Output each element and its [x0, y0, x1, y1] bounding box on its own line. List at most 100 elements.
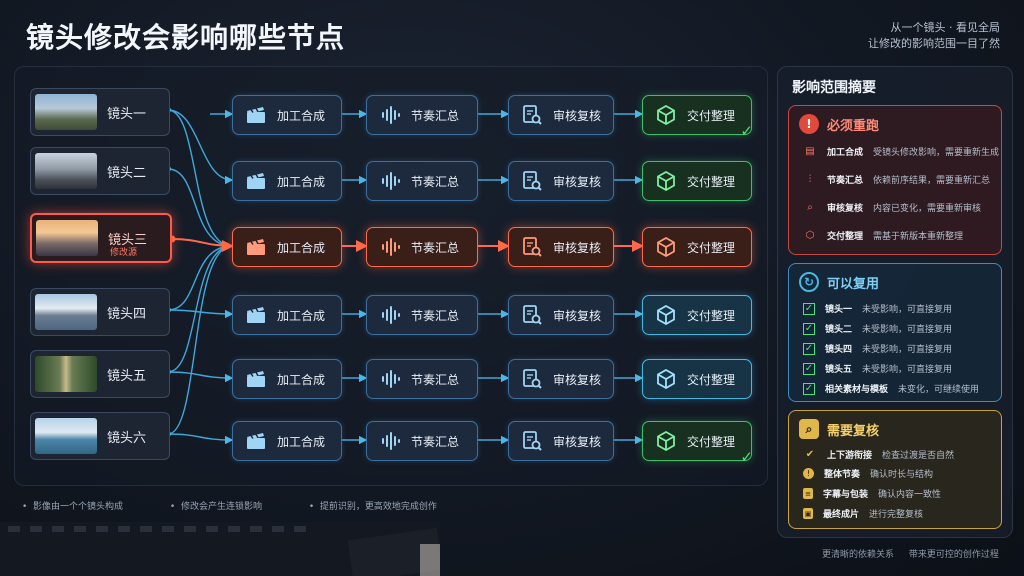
checkbox-icon: ✓ — [803, 302, 815, 315]
stage-node-row6-2[interactable]: 节奏汇总 — [366, 421, 478, 461]
clapper-icon — [245, 236, 267, 258]
stage-label: 审核复核 — [553, 240, 602, 255]
stage-label: 审核复核 — [553, 308, 602, 323]
reusable-card: ↻ 可以复用 ✓ 镜头一未受影响，可直接复用 ✓ 镜头二未受影响，可直接复用 ✓… — [788, 263, 1002, 402]
review-doc-icon — [521, 368, 543, 390]
done-check-icon: ✓ — [740, 122, 753, 140]
shot-thumbnail — [35, 153, 97, 189]
stage-node-row2-4[interactable]: 交付整理 — [642, 161, 752, 201]
stage-node-row5-2[interactable]: 节奏汇总 — [366, 359, 478, 399]
page-title: 镜头修改会影响哪些节点 — [26, 21, 346, 54]
reusable-item: ✓ 镜头四未受影响，可直接复用 — [803, 342, 953, 355]
stage-node-row3-4[interactable]: 交付整理 — [642, 227, 752, 267]
waveform-icon — [379, 368, 401, 390]
stage-node-row2-3[interactable]: 审核复核 — [508, 161, 614, 201]
stage-node-row4-1[interactable]: 加工合成 — [232, 295, 342, 335]
stage-label: 加工合成 — [277, 240, 326, 255]
stage-node-row2-1[interactable]: 加工合成 — [232, 161, 342, 201]
stage-node-row6-4[interactable]: 交付整理✓ — [642, 421, 753, 466]
reusable-item: ✓ 镜头五未受影响，可直接复用 — [803, 362, 953, 375]
film-strip-decoration — [0, 522, 440, 576]
shot-card-5[interactable]: 镜头五 — [30, 350, 170, 398]
stage-label: 交付整理 — [687, 308, 736, 323]
waveform-icon — [379, 170, 401, 192]
stage-node-row1-2[interactable]: 节奏汇总 — [366, 95, 478, 135]
subtitle-line-2: 让修改的影响范围一目了然 — [868, 37, 1000, 50]
clapper-icon — [245, 304, 267, 326]
stage-label: 加工合成 — [277, 108, 326, 123]
shot-thumbnail — [35, 356, 97, 392]
document-icon: ≡ — [803, 488, 813, 499]
shot-thumbnail — [35, 418, 97, 454]
stage-node-row1-4[interactable]: 交付整理✓ — [642, 95, 753, 140]
stage-label: 交付整理 — [687, 174, 736, 189]
shot-label: 镜头五 — [107, 368, 147, 384]
stage-label: 加工合成 — [277, 434, 326, 449]
stage-node-row3-3[interactable]: 审核复核 — [508, 227, 614, 267]
stage-label: 审核复核 — [553, 372, 602, 387]
stage-node-row3-1[interactable]: 加工合成 — [232, 227, 342, 267]
stage-node-row4-4[interactable]: 交付整理 — [642, 295, 752, 335]
refresh-icon: ↻ — [799, 272, 819, 292]
stage-label: 节奏汇总 — [411, 308, 460, 323]
waveform-icon — [379, 304, 401, 326]
must-rerun-item: ⌕ 审核复核内容已变化，需要重新审核 — [803, 200, 981, 214]
must-rerun-header: ! 必须重跑 — [799, 114, 879, 134]
shot-card-1[interactable]: 镜头一 — [30, 88, 170, 136]
package-icon — [655, 430, 677, 452]
stage-node-row5-1[interactable]: 加工合成 — [232, 359, 342, 399]
stage-node-row5-3[interactable]: 审核复核 — [508, 359, 614, 399]
reusable-item: ✓ 镜头一未受影响，可直接复用 — [803, 302, 953, 315]
package-icon — [655, 170, 677, 192]
stage-node-row4-3[interactable]: 审核复核 — [508, 295, 614, 335]
stage-node-row2-2[interactable]: 节奏汇总 — [366, 161, 478, 201]
needs-review-item: ! 整体节奏确认时长与结构 — [803, 467, 933, 480]
shot-label: 镜头二 — [107, 165, 147, 181]
stage-node-row5-4[interactable]: 交付整理 — [642, 359, 752, 399]
shot-thumbnail — [36, 220, 98, 256]
checkbox-icon: ✓ — [803, 362, 815, 375]
package-icon: ⬡ — [805, 229, 815, 241]
stage-node-row3-2[interactable]: 节奏汇总 — [366, 227, 478, 267]
footer-notes: • 影像由一个个镜头构成 • 修改会产生连锁影响 • 提前识别，更高效地完成创作 — [22, 499, 481, 512]
stage-node-row1-3[interactable]: 审核复核 — [508, 95, 614, 135]
stage-label: 审核复核 — [553, 174, 602, 189]
review-doc-icon — [521, 170, 543, 192]
stage-label: 节奏汇总 — [411, 240, 460, 255]
waveform-icon — [379, 430, 401, 452]
checkbox-icon: ✓ — [803, 382, 815, 395]
check-icon: ✔ — [805, 448, 815, 460]
review-doc-icon: ⌕ — [807, 201, 813, 213]
alert-icon: ! — [799, 114, 819, 134]
stage-label: 加工合成 — [277, 174, 326, 189]
waveform-icon: ⫶ — [808, 173, 812, 185]
stage-node-row1-1[interactable]: 加工合成 — [232, 95, 342, 135]
stage-node-row6-3[interactable]: 审核复核 — [508, 421, 614, 461]
stage-node-row6-1[interactable]: 加工合成 — [232, 421, 342, 461]
shot-card-3-modified[interactable]: 镜头三 修改源 — [30, 213, 172, 263]
review-doc-icon — [521, 304, 543, 326]
review-doc-icon — [521, 430, 543, 452]
sidebar-footer-2: 带来更可控的创作过程 — [908, 550, 999, 560]
review-doc-icon — [521, 104, 543, 126]
reusable-title: 可以复用 — [827, 276, 880, 292]
clapper-icon — [245, 170, 267, 192]
shot-card-4[interactable]: 镜头四 — [30, 288, 170, 336]
footer-note-1: • 影像由一个个镜头构成 — [22, 502, 124, 512]
stage-label: 节奏汇总 — [411, 434, 460, 449]
shot-thumbnail — [35, 294, 97, 330]
film-icon: ▣ — [803, 508, 813, 519]
shot-thumbnail — [35, 94, 97, 130]
clapper-icon — [245, 104, 267, 126]
stage-node-row4-2[interactable]: 节奏汇总 — [366, 295, 478, 335]
sidebar-footer-1: 更清晰的依赖关系 — [822, 550, 895, 560]
done-check-icon: ✓ — [740, 448, 753, 466]
reusable-item: ✓ 镜头二未受影响，可直接复用 — [803, 322, 953, 335]
review-search-icon: ⌕ — [799, 419, 819, 439]
package-icon — [655, 236, 677, 258]
shot-card-2[interactable]: 镜头二 — [30, 147, 170, 195]
checkbox-icon: ✓ — [803, 342, 815, 355]
stage-label: 审核复核 — [553, 108, 602, 123]
shot-card-6[interactable]: 镜头六 — [30, 412, 170, 460]
clapper-icon: ▤ — [805, 145, 815, 157]
